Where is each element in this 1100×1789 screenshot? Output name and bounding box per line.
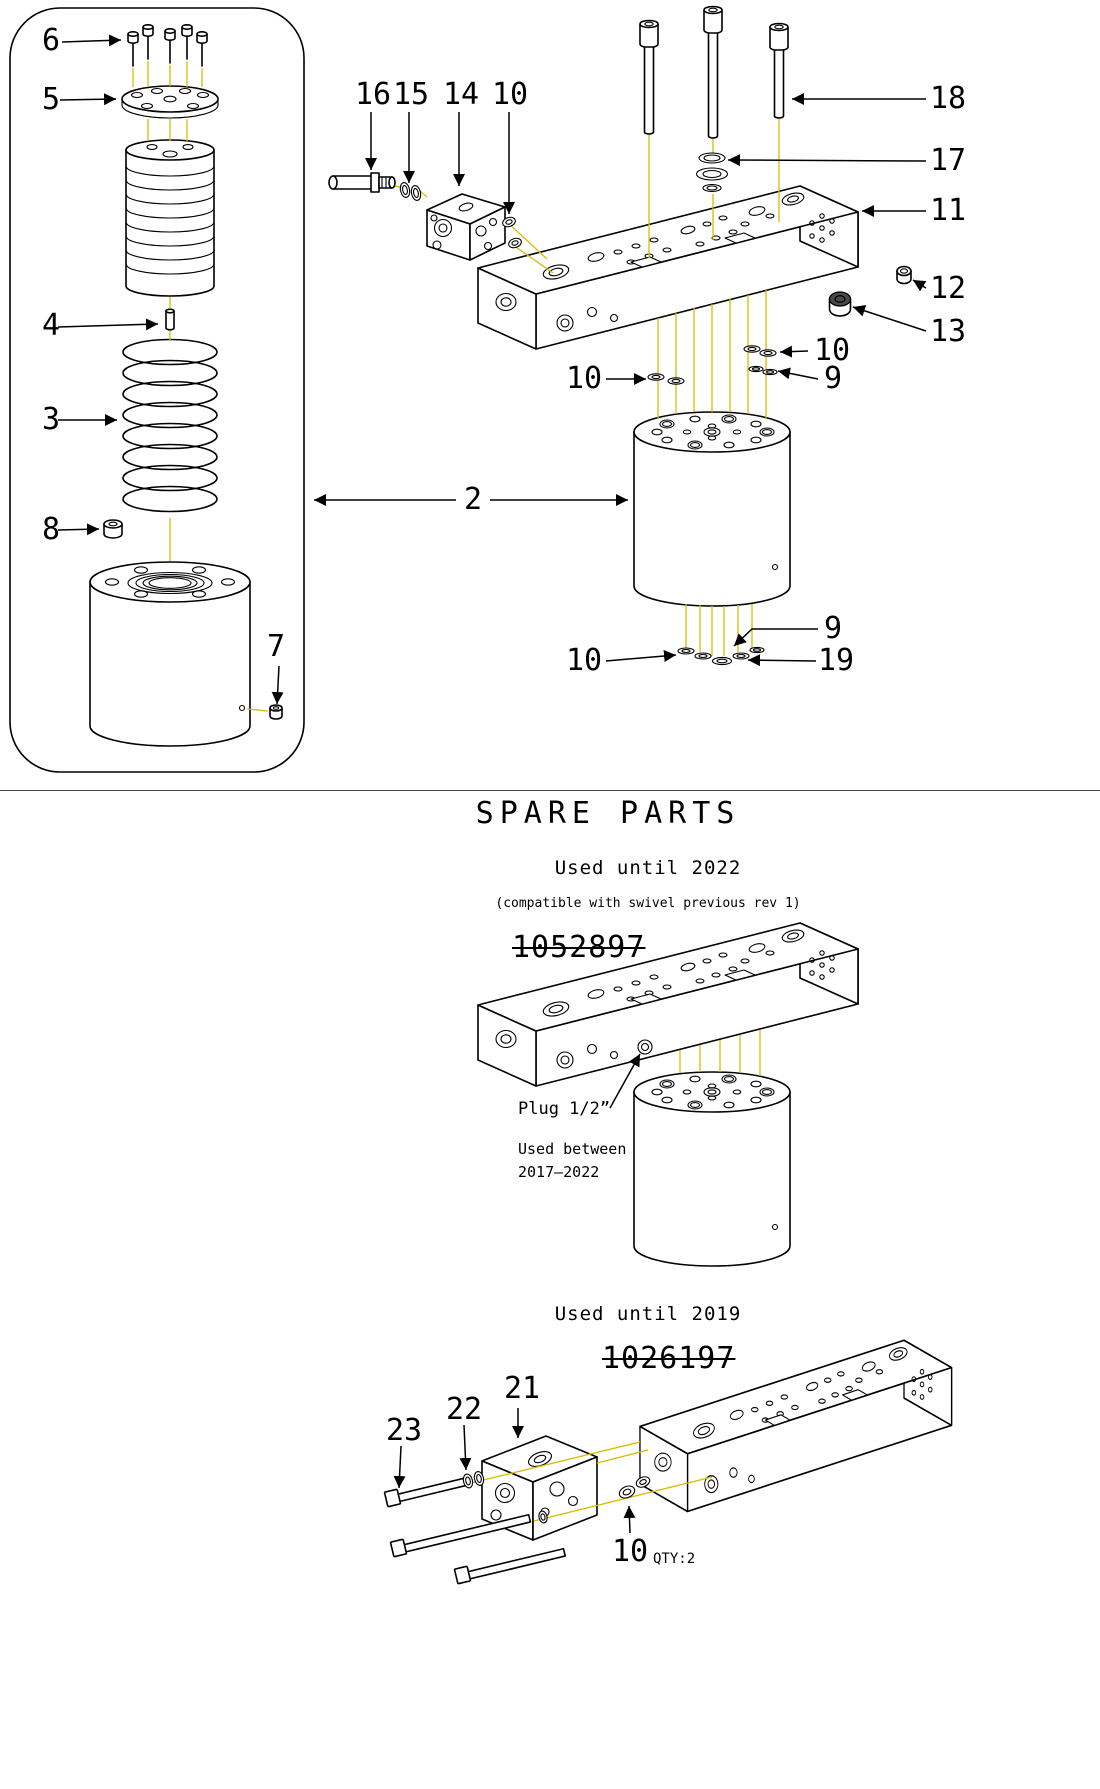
leader-lines (132, 61, 780, 1522)
o-rings-10-top (502, 216, 522, 249)
plug-half-inch-label: Plug 1/2” (518, 1099, 611, 1119)
callout-9: 9 (824, 611, 843, 646)
part-number-1026197: 1026197 (602, 1341, 736, 1376)
qty-label: QTY:2 (653, 1551, 696, 1567)
detail-box-outline (9, 7, 305, 773)
callout-10: 10 (492, 77, 529, 112)
used-between-dates: 2017–2022 (518, 1163, 600, 1181)
callout-5: 5 (42, 82, 61, 117)
callout-13: 13 (930, 314, 967, 349)
callout-21: 21 (504, 1371, 541, 1406)
spring-stack (122, 338, 218, 513)
timing-pin (165, 308, 175, 331)
spare-cylinder (633, 1071, 791, 1267)
spare-parts-title: SPARE PARTS (475, 796, 741, 831)
callout-9: 9 (824, 361, 843, 396)
callout-14: 14 (443, 77, 480, 112)
callout-10: 10 (566, 643, 603, 678)
plug-12 (896, 265, 912, 285)
callout-arrows (57, 34, 927, 1534)
o-rings-10-left (647, 373, 685, 385)
used-until-2019-heading: Used until 2019 (554, 1303, 742, 1325)
used-between-label: Used between (518, 1140, 627, 1158)
manifold-block-11 (477, 185, 859, 350)
section-divider (0, 790, 1100, 791)
washers-17 (695, 152, 729, 193)
callout-3: 3 (42, 402, 61, 437)
callout-11: 11 (930, 193, 967, 228)
o-rings-10-right (743, 345, 777, 357)
valve-fitting-16 (328, 172, 396, 193)
bleed-plug (103, 519, 123, 539)
cap-screws-18 (639, 5, 789, 139)
callout-15: 15 (393, 77, 430, 112)
callout-4: 4 (42, 308, 61, 343)
screws-23 (383, 1476, 567, 1585)
callout-2: 2 (464, 482, 483, 517)
callout-8: 8 (42, 512, 61, 547)
backup-rings-9 (748, 365, 778, 376)
callout-18: 18 (930, 81, 967, 116)
set-screw-7 (269, 704, 283, 720)
used-until-2022-heading: Used until 2022 (554, 857, 742, 879)
callout-10: 10 (814, 333, 851, 368)
callout-16: 16 (355, 77, 392, 112)
plug-half-inch-target (637, 1039, 653, 1055)
callout-17: 17 (930, 143, 967, 178)
port-plate (121, 85, 219, 119)
compatibility-note: (compatible with swivel previous rev 1) (495, 896, 801, 911)
callout-6: 6 (42, 23, 61, 58)
part-number-1052897: 1052897 (512, 930, 646, 965)
valve-block-14 (426, 193, 506, 261)
callout-10: 10 (566, 361, 603, 396)
washers-22 (462, 1471, 548, 1524)
plug-13 (828, 291, 852, 317)
mounting-screws-6 (127, 23, 208, 67)
callout-10: 10 (612, 1534, 649, 1569)
callout-19: 19 (818, 643, 855, 678)
cylinder-block-stack (125, 139, 215, 297)
seal-rings-15 (399, 182, 422, 201)
o-rings-bottom (677, 646, 765, 666)
callout-7: 7 (267, 629, 286, 664)
o-rings-10-spare (618, 1476, 651, 1499)
callout-22: 22 (446, 1392, 483, 1427)
swivel-cylinder-2 (633, 411, 791, 607)
swivel-housing (89, 561, 251, 747)
callout-23: 23 (386, 1413, 423, 1448)
callout-12: 12 (930, 271, 967, 306)
